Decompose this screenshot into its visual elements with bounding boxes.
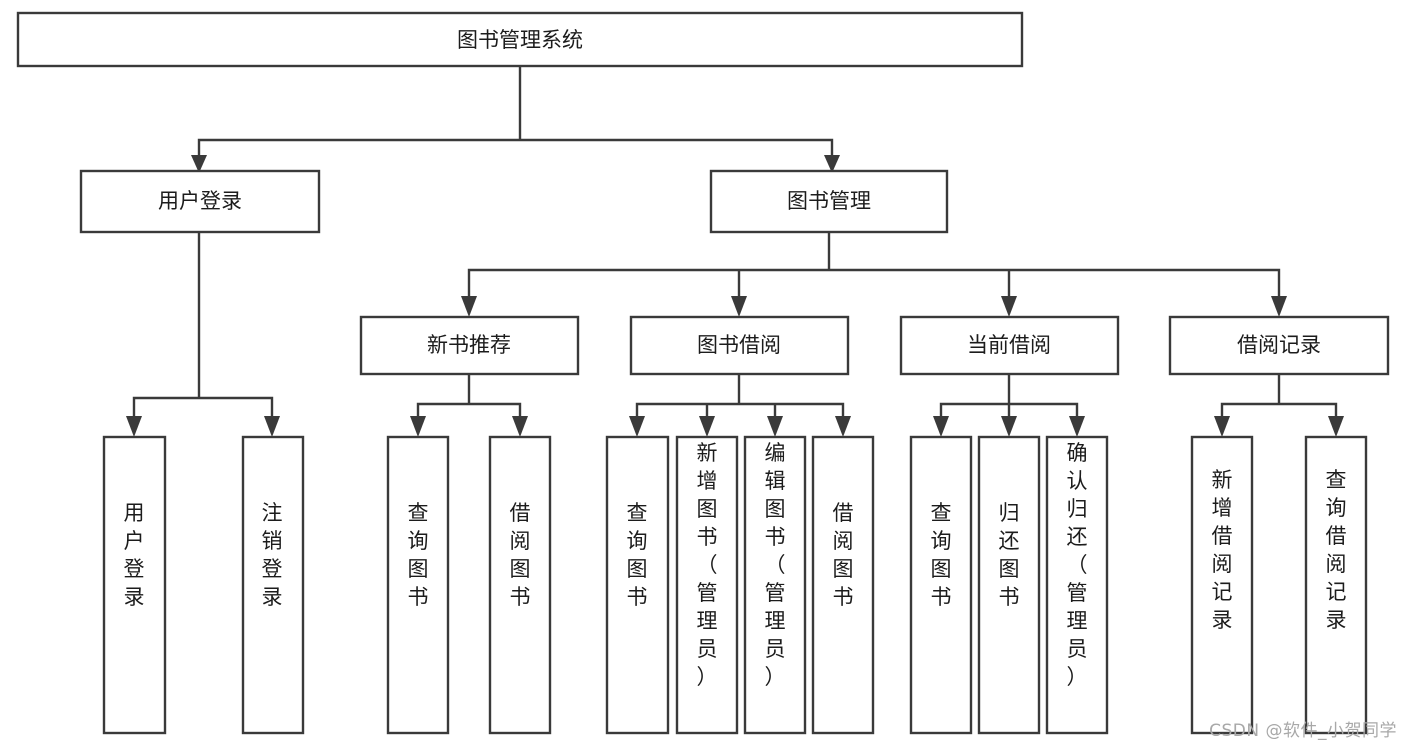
arrow-head-icon xyxy=(461,296,477,317)
node-leaf-logout-label: 注销登录 xyxy=(262,501,283,609)
connector-userlogin-to-leaves xyxy=(126,230,280,437)
node-book-borrow-label: 图书借阅 xyxy=(697,333,781,357)
node-leaf-borrow-book-2[interactable]: 借阅图书 xyxy=(811,435,875,735)
connector-root-to-level2 xyxy=(191,64,840,173)
node-root-label: 图书管理系统 xyxy=(457,28,583,52)
node-leaf-return-book-label: 归还图书 xyxy=(999,501,1020,609)
node-leaf-logout[interactable]: 注销登录 xyxy=(241,435,305,735)
arrow-head-icon xyxy=(629,416,645,437)
arrow-head-icon xyxy=(699,416,715,437)
node-leaf-borrow-book-2-label: 借阅图书 xyxy=(833,501,854,609)
node-leaf-user-login-label: 用户登录 xyxy=(124,501,145,609)
arrow-head-icon xyxy=(835,416,851,437)
node-current-borrow-label: 当前借阅 xyxy=(967,333,1051,357)
node-leaf-user-login[interactable]: 用户登录 xyxy=(102,435,167,735)
node-leaf-add-book-label: 新增图书（管理员） xyxy=(697,441,718,689)
arrow-head-icon xyxy=(126,416,142,437)
arrow-head-icon xyxy=(264,416,280,437)
arrow-head-icon xyxy=(933,416,949,437)
node-leaf-query-book-3-label: 查询图书 xyxy=(931,501,952,609)
arrow-head-icon xyxy=(731,296,747,317)
connector-currentborrow-to-leaves xyxy=(933,372,1085,437)
arrow-head-icon xyxy=(767,416,783,437)
node-leaf-add-record-label: 新增借阅记录 xyxy=(1212,468,1233,632)
node-borrow-record-label: 借阅记录 xyxy=(1237,333,1321,357)
node-leaf-query-book-1[interactable]: 查询图书 xyxy=(386,435,450,735)
arrow-head-icon xyxy=(824,155,840,173)
arrow-head-icon xyxy=(1069,416,1085,437)
node-leaf-confirm-return[interactable]: 确认归还（管理员） xyxy=(1045,435,1109,735)
arrow-head-icon xyxy=(1328,416,1344,437)
connector-newbook-to-leaves xyxy=(410,372,528,437)
node-user-login-label: 用户登录 xyxy=(158,189,242,213)
node-leaf-borrow-book-1-label: 借阅图书 xyxy=(510,501,531,609)
arrow-head-icon xyxy=(191,155,207,173)
node-book-borrow[interactable]: 图书借阅 xyxy=(629,315,850,376)
node-book-manage[interactable]: 图书管理 xyxy=(709,169,949,234)
connector-bookborrow-to-leaves xyxy=(629,372,851,437)
node-leaf-query-book-1-label: 查询图书 xyxy=(408,501,429,609)
node-borrow-record[interactable]: 借阅记录 xyxy=(1168,315,1390,376)
node-leaf-add-record[interactable]: 新增借阅记录 xyxy=(1190,435,1254,735)
node-leaf-query-book-2-label: 查询图书 xyxy=(627,501,648,609)
node-leaf-edit-book[interactable]: 编辑图书（管理员） xyxy=(743,435,807,735)
arrow-head-icon xyxy=(1214,416,1230,437)
node-leaf-edit-book-label: 编辑图书（管理员） xyxy=(765,441,786,689)
node-leaf-borrow-book-1[interactable]: 借阅图书 xyxy=(488,435,552,735)
arrow-head-icon xyxy=(512,416,528,437)
node-leaf-query-record[interactable]: 查询借阅记录 xyxy=(1304,435,1368,735)
arrow-head-icon xyxy=(410,416,426,437)
node-leaf-query-book-3[interactable]: 查询图书 xyxy=(909,435,973,735)
arrow-head-icon xyxy=(1001,296,1017,317)
node-leaf-query-book-2[interactable]: 查询图书 xyxy=(605,435,670,735)
node-new-book-recommend[interactable]: 新书推荐 xyxy=(359,315,580,376)
node-leaf-query-record-label: 查询借阅记录 xyxy=(1326,468,1347,632)
node-leaf-return-book[interactable]: 归还图书 xyxy=(977,435,1041,735)
node-current-borrow[interactable]: 当前借阅 xyxy=(899,315,1120,376)
node-user-login[interactable]: 用户登录 xyxy=(79,169,321,234)
node-leaf-confirm-return-label: 确认归还（管理员） xyxy=(1067,441,1088,689)
node-new-book-recommend-label: 新书推荐 xyxy=(427,333,511,357)
node-root[interactable]: 图书管理系统 xyxy=(16,11,1024,68)
arrow-head-icon xyxy=(1271,296,1287,317)
arrow-head-icon xyxy=(1001,416,1017,437)
node-leaf-add-book[interactable]: 新增图书（管理员） xyxy=(675,435,739,735)
node-book-manage-label: 图书管理 xyxy=(787,189,871,213)
connector-bookmanage-to-level3 xyxy=(461,230,1287,317)
connector-borrowrecord-to-leaves xyxy=(1214,372,1344,437)
